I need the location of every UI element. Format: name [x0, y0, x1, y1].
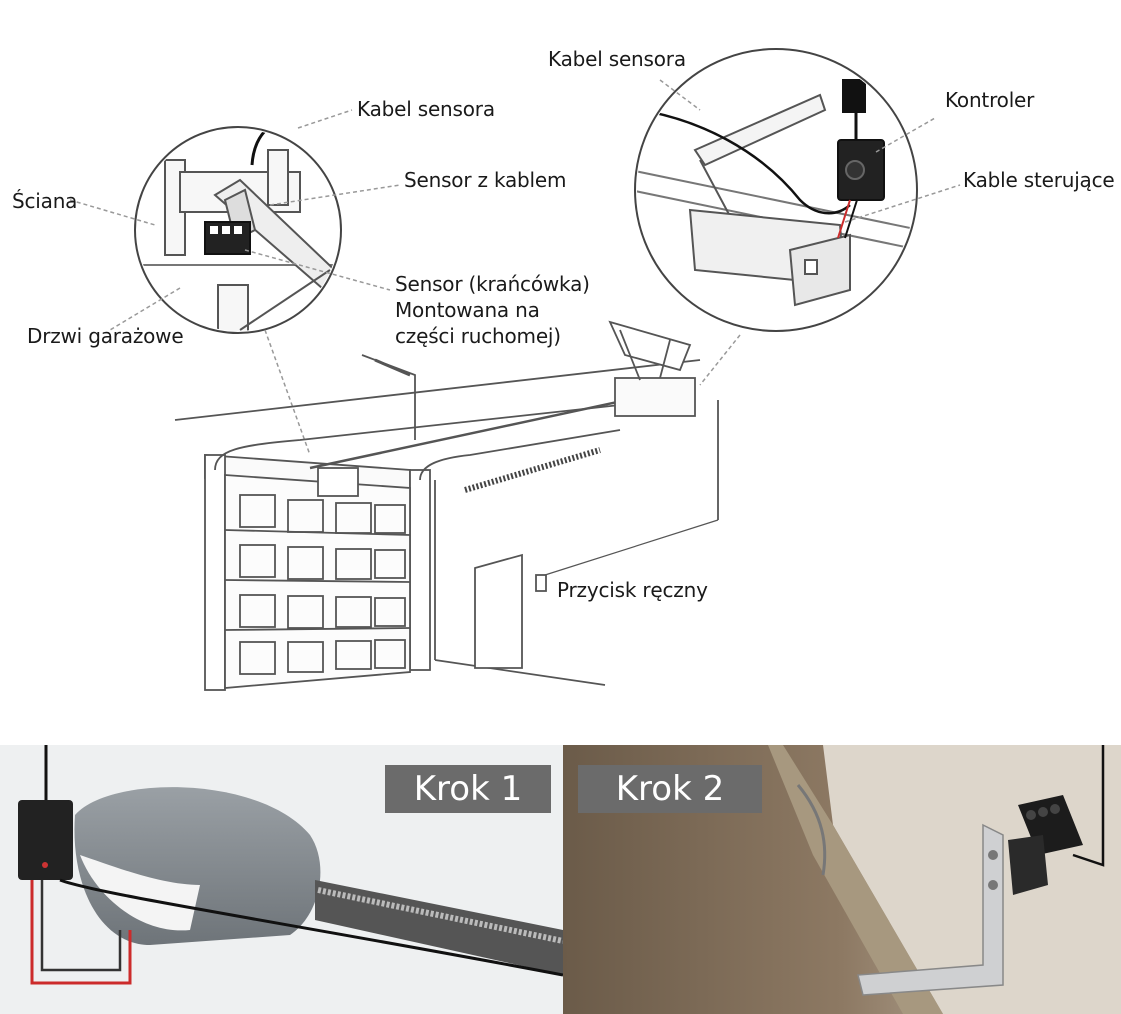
- label-controller: Kontroler: [945, 88, 1035, 112]
- leader-lines: [69, 79, 961, 456]
- label-limit-sensor-line2: Montowana na: [395, 298, 540, 322]
- step2-illustration: [563, 745, 1121, 1014]
- step1-photo: [0, 745, 563, 1014]
- label-control-cables: Kable sterujące: [963, 168, 1115, 192]
- step2-badge: Krok 2: [578, 765, 762, 813]
- label-limit-sensor-line3: części ruchomej): [395, 324, 561, 348]
- label-garage-door: Drzwi garażowe: [27, 324, 184, 348]
- right-zoom-circle: [634, 48, 918, 332]
- label-limit-sensor-line1: Sensor (krańcówka): [395, 272, 590, 296]
- label-sensor-cable-right: Kabel sensora: [548, 47, 686, 71]
- label-wall: Ściana: [12, 189, 78, 213]
- label-sensor-with-cable: Sensor z kablem: [404, 168, 567, 192]
- installation-diagram: [69, 48, 961, 691]
- label-sensor-cable-left: Kabel sensora: [357, 97, 495, 121]
- label-limit-sensor: Sensor (krańcówka) Montowana na części r…: [395, 271, 590, 349]
- garage-drawing: [174, 320, 719, 691]
- label-manual-button: Przycisk ręczny: [557, 578, 708, 602]
- left-zoom-circle: [134, 126, 342, 334]
- step1-badge: Krok 1: [385, 765, 551, 813]
- step1-illustration: [0, 745, 563, 1014]
